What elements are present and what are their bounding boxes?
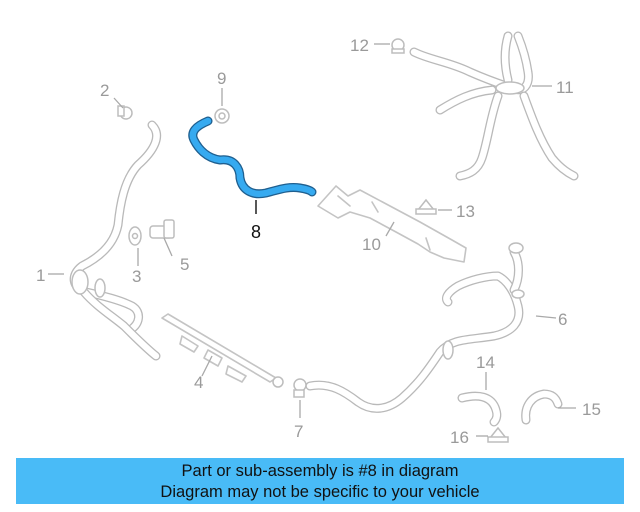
part-2-clamp <box>117 105 133 120</box>
callout-15: 15 <box>582 400 601 419</box>
callout-12: 12 <box>350 36 369 55</box>
part-16-nut <box>487 426 509 443</box>
callout-16: 16 <box>450 428 469 447</box>
info-banner: Part or sub-assembly is #8 in diagram Di… <box>16 458 624 504</box>
part-14-hose <box>457 391 502 427</box>
callout-9: 9 <box>217 69 226 88</box>
part-6-hose <box>305 242 525 413</box>
callout-10: 10 <box>362 235 381 254</box>
callout-2: 2 <box>100 81 109 100</box>
part-9-bolt <box>214 108 230 124</box>
part-4-pipe <box>161 313 284 388</box>
part-11-hose <box>409 31 579 181</box>
callout-3: 3 <box>132 267 141 286</box>
callout-7: 7 <box>294 422 303 441</box>
callout-8[interactable]: 8 <box>251 222 261 242</box>
part-5-fitting <box>149 219 175 239</box>
part-7-connector <box>293 378 307 398</box>
parts-diagram: 1 2 3 4 5 6 7 8 9 10 11 12 13 14 15 16 <box>36 31 601 447</box>
callout-5: 5 <box>180 255 189 274</box>
leader-lines <box>48 43 576 437</box>
callout-14: 14 <box>476 353 495 372</box>
part-10-bracket <box>317 185 467 263</box>
part-13-nut <box>415 198 437 215</box>
callout-11: 11 <box>556 78 574 97</box>
part-15-hose <box>521 389 563 425</box>
callout-13: 13 <box>456 202 475 221</box>
callout-6: 6 <box>558 310 567 329</box>
banner-line-2: Diagram may not be specific to your vehi… <box>160 483 480 501</box>
part-1-hose <box>69 120 161 361</box>
part-12-clamp <box>391 38 405 54</box>
callout-4: 4 <box>194 373 203 392</box>
callout-1: 1 <box>36 266 45 285</box>
part-3-sensor <box>128 226 142 246</box>
banner-line-1: Part or sub-assembly is #8 in diagram <box>181 462 459 480</box>
part-8-highlighted-hose[interactable] <box>188 116 317 199</box>
